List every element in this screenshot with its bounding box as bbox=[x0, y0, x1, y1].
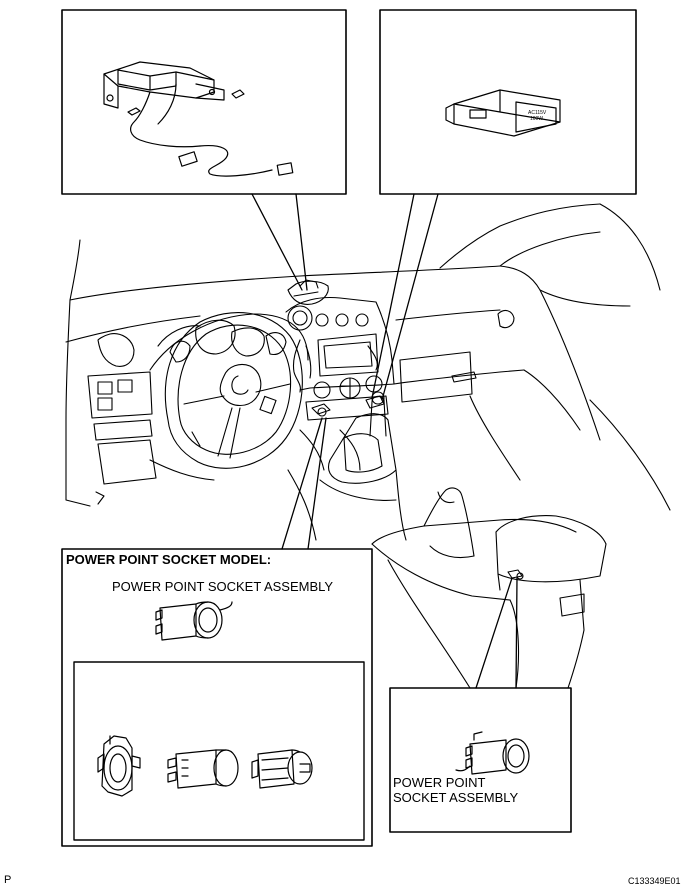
page-marker: P bbox=[4, 874, 12, 886]
inverter-detail-box bbox=[61, 9, 347, 195]
power-point-socket-assembly-console bbox=[455, 731, 530, 775]
socket-part-housing bbox=[97, 735, 141, 797]
svg-text:100W: 100W bbox=[530, 116, 543, 122]
dashboard bbox=[65, 203, 671, 541]
socket-model-box bbox=[61, 548, 373, 847]
outlet-detail-box bbox=[379, 9, 637, 195]
socket-assembly-label-top: POWER POINT SOCKET ASSEMBLY bbox=[112, 579, 334, 594]
power-point-socket-assembly-top bbox=[155, 601, 233, 641]
socket-part-body bbox=[167, 749, 239, 789]
socket-assembly-label-bottom-line1: POWER POINT bbox=[393, 775, 486, 790]
socket-parts-inner-box bbox=[73, 661, 365, 841]
leader-lines bbox=[251, 193, 518, 689]
figure-code: C133349E01 bbox=[628, 876, 681, 886]
inverter-assembly bbox=[103, 61, 294, 177]
console-socket-box bbox=[389, 687, 572, 833]
socket-model-heading: POWER POINT SOCKET MODEL: bbox=[66, 552, 272, 567]
accessory-outlet: AC115V 100W bbox=[445, 89, 561, 137]
center-console bbox=[371, 487, 607, 689]
socket-part-plug bbox=[251, 749, 313, 789]
socket-assembly-label-bottom-line2: SOCKET ASSEMBLY bbox=[393, 790, 519, 805]
svg-text:AC115V: AC115V bbox=[528, 110, 547, 116]
